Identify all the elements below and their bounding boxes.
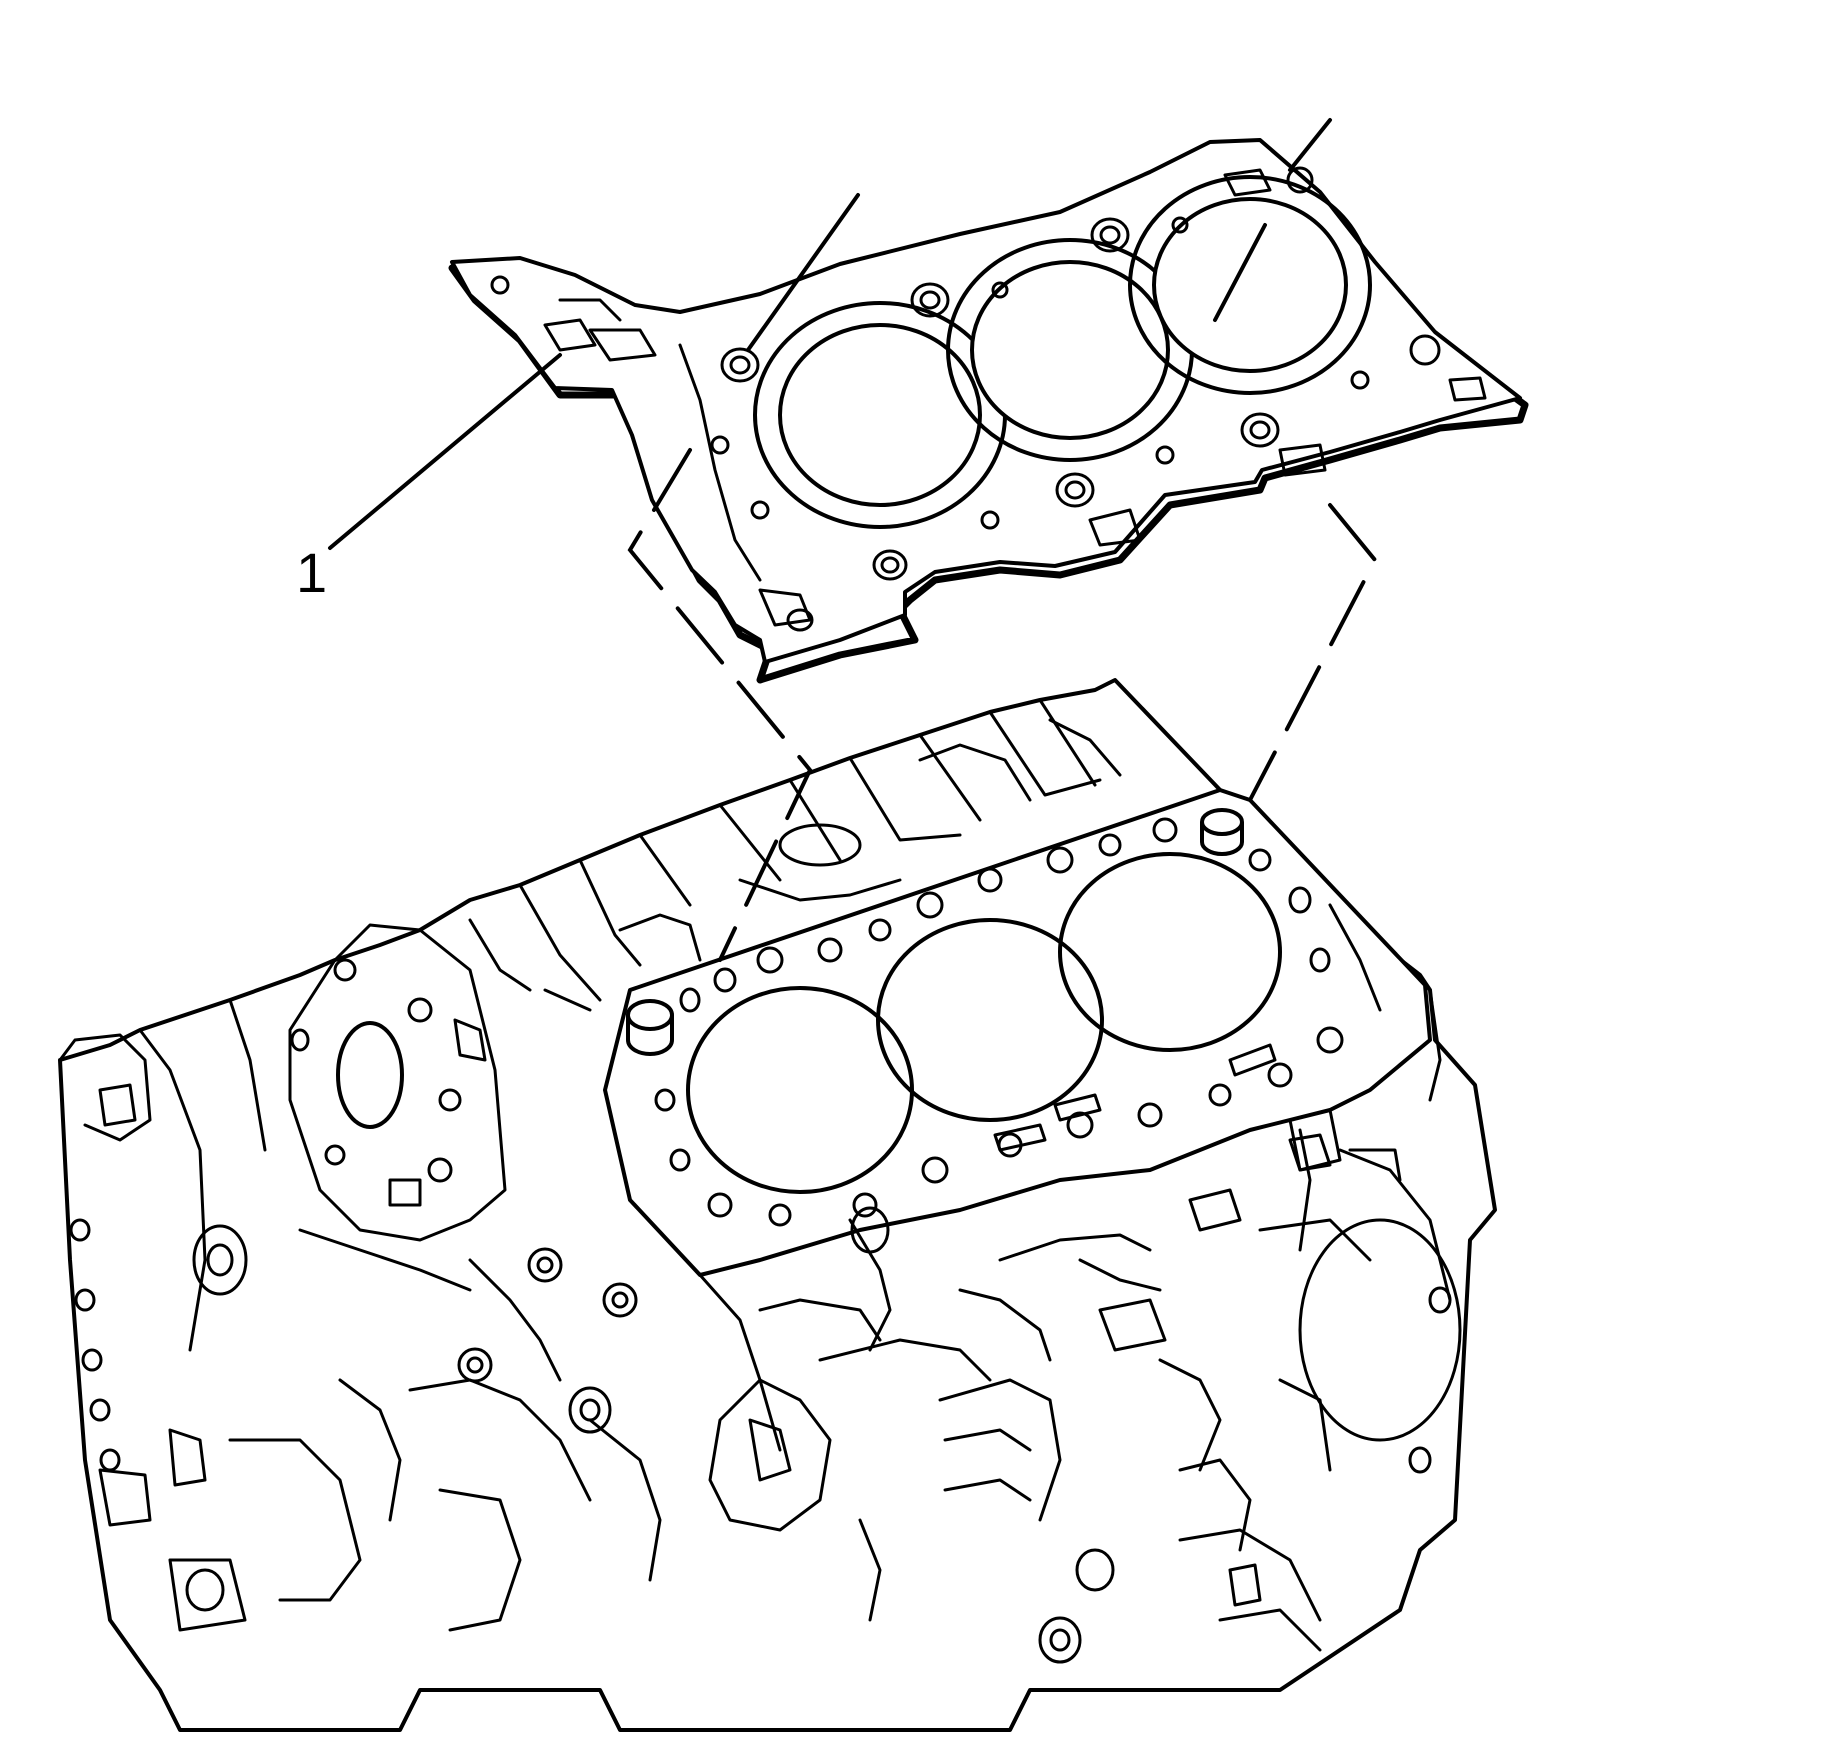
gasket-bore-ring-3 bbox=[1128, 175, 1372, 395]
block-cylinder-bore-3 bbox=[1058, 852, 1282, 1052]
block-left-end bbox=[58, 998, 267, 1632]
leader-line-upper-left bbox=[746, 193, 860, 352]
head-gasket bbox=[448, 138, 1529, 684]
alignment-line-left bbox=[627, 448, 813, 962]
block-lower-details bbox=[168, 1128, 1462, 1664]
leader-line-upper-right bbox=[1213, 223, 1267, 322]
block-right-end bbox=[1288, 903, 1442, 1182]
gasket-bore-1 bbox=[778, 323, 982, 507]
valley-details bbox=[468, 698, 1122, 1012]
leader-line-1 bbox=[328, 353, 562, 550]
block-front-face bbox=[288, 923, 507, 1242]
block-cylinder-bore-2 bbox=[876, 918, 1104, 1122]
alignment-line-right bbox=[1248, 503, 1378, 802]
dowel-pin-left bbox=[626, 999, 674, 1056]
dowel-pin-right bbox=[1200, 808, 1244, 856]
engine-block bbox=[58, 678, 1497, 1732]
gasket-outline bbox=[450, 138, 1522, 664]
alignment-lines bbox=[328, 118, 1378, 962]
cylinder-deck bbox=[603, 788, 1432, 1277]
gasket-bore-2 bbox=[970, 260, 1170, 440]
gasket-holes bbox=[490, 166, 1487, 632]
front-face-holes bbox=[290, 958, 487, 1207]
leader-line-top bbox=[1288, 118, 1332, 172]
front-face-bore bbox=[336, 1021, 404, 1129]
gasket-bore-3 bbox=[1152, 197, 1348, 373]
deck-bolt-holes bbox=[654, 817, 1344, 1227]
callout-label-1: 1 bbox=[296, 541, 327, 604]
